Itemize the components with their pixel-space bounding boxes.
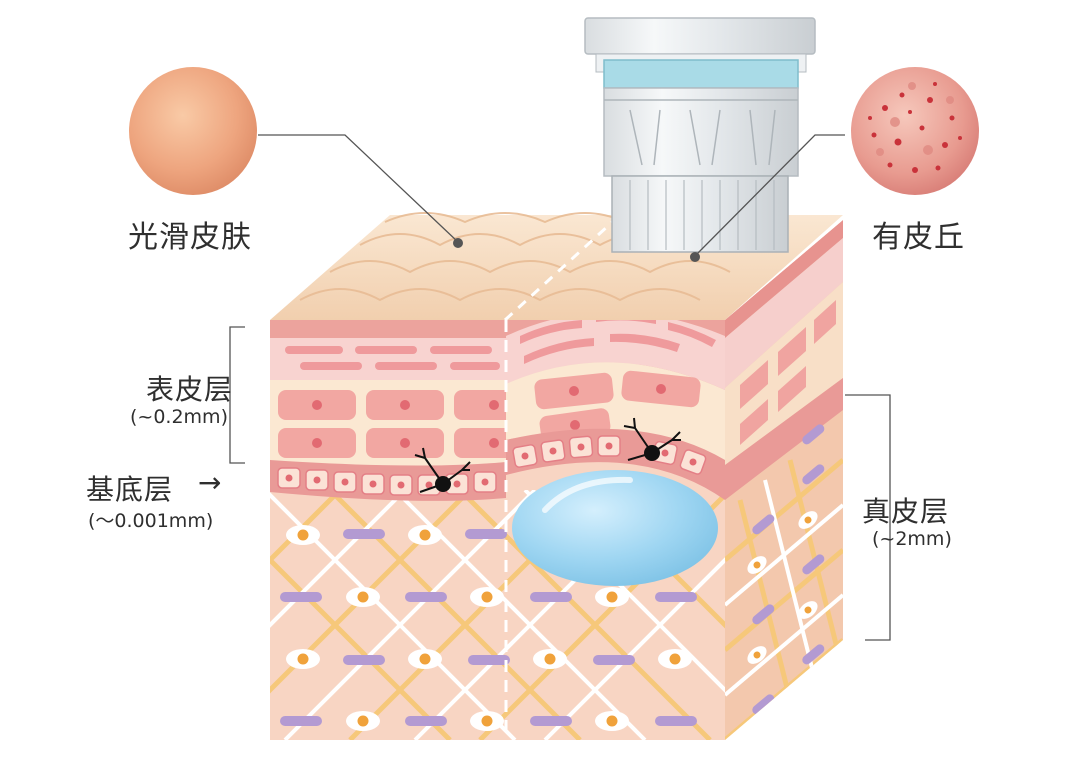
fluid-blister xyxy=(512,470,718,586)
front-face xyxy=(270,320,725,740)
smooth-skin-label: 光滑皮肤 xyxy=(128,220,252,255)
epidermis-depth-label: (~0.2mm) xyxy=(130,406,228,428)
leader-dot xyxy=(453,238,463,248)
basal-layer-arrow-icon: → xyxy=(198,466,223,499)
epidermis-label: 表皮层 xyxy=(146,373,234,406)
bumpy-skin-sample-icon xyxy=(851,67,979,195)
side-face xyxy=(725,220,843,740)
basal-layer-label: 基底层 xyxy=(86,473,174,506)
epidermis-smooth xyxy=(270,320,514,501)
dermis-label: 真皮层 xyxy=(862,495,950,528)
dermis-depth-label: (~2mm) xyxy=(872,528,952,550)
nerve-ending-icon xyxy=(414,447,471,493)
leader-dot xyxy=(690,252,700,262)
epidermis-bumpy xyxy=(506,320,725,586)
nerve-ending-icon xyxy=(623,417,681,461)
leader-lines xyxy=(229,134,891,641)
basal-depth-label: (～0.001mm) xyxy=(88,510,214,532)
microneedle-device-icon xyxy=(584,17,816,253)
bumpy-skin-label: 有皮丘 xyxy=(872,220,965,255)
smooth-skin-sample-icon xyxy=(129,67,257,195)
